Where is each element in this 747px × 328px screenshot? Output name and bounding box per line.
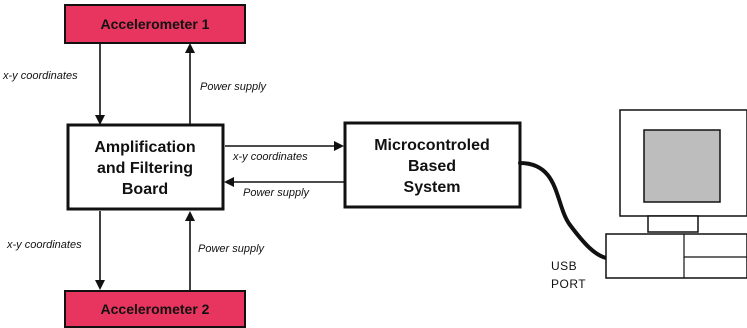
amplification-board-node: Amplification and Filtering Board: [66, 123, 225, 211]
micro-label-line-3: System: [404, 179, 461, 196]
board-label-line-1: Amplification: [94, 139, 195, 156]
edge-micro-to-board: Power supply: [224, 177, 345, 199]
micro-label-line-2: Based: [408, 158, 456, 175]
accelerometer-1-label: Accelerometer 1: [101, 16, 210, 32]
edge-board-to-acc2: Power supply: [185, 211, 266, 290]
board-label-line-3: Board: [122, 181, 168, 198]
edge-label-acc1-power: Power supply: [200, 81, 268, 93]
edge-label-acc2-power: Power supply: [198, 243, 266, 255]
usb-label: USB: [551, 259, 577, 273]
edge-board-to-micro: x-y coordinates: [225, 141, 344, 163]
edge-label-acc1-xy: x-y coordinates: [2, 70, 78, 82]
edge-label-acc2-xy: x-y coordinates: [6, 239, 82, 251]
edge-board-to-acc1: Power supply: [185, 43, 268, 125]
usb-cable: [518, 161, 608, 260]
computer-icon: [605, 109, 747, 279]
edge-label-micro-power: Power supply: [243, 187, 311, 199]
port-label: PORT: [551, 277, 586, 291]
edge-acc2-to-board: x-y coordinates: [6, 211, 105, 290]
edge-label-micro-xy: x-y coordinates: [232, 151, 308, 163]
micro-label-line-1: Microcontroled: [374, 137, 490, 154]
accelerometer-2-label: Accelerometer 2: [101, 301, 210, 317]
accelerometer-1-node: Accelerometer 1: [64, 4, 246, 44]
edge-acc1-to-board: x-y coordinates: [2, 43, 105, 125]
board-label-line-2: and Filtering: [97, 160, 193, 177]
microcontroller-system-node: Microcontroled Based System: [343, 121, 522, 209]
accelerometer-2-node: Accelerometer 2: [64, 290, 246, 328]
